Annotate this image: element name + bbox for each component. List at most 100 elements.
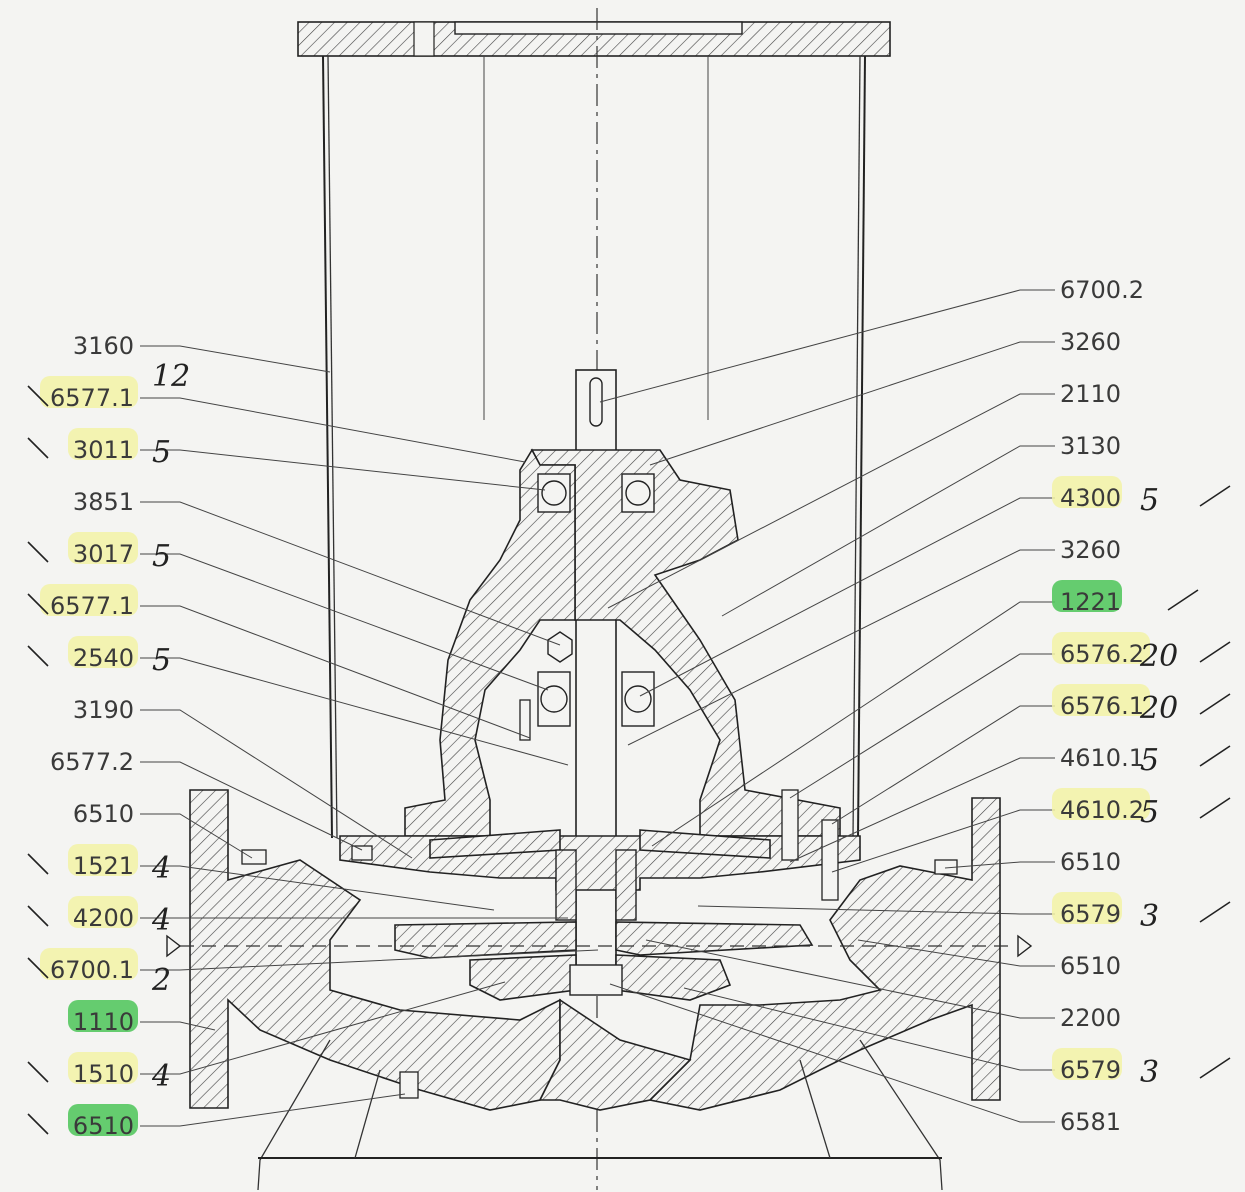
- part-number: 6510: [73, 1112, 134, 1140]
- part-number: 1521: [73, 852, 134, 880]
- check-mark: [27, 1061, 49, 1083]
- quantity-note: 5: [1140, 795, 1159, 830]
- label-highlight: [1052, 684, 1150, 716]
- part-number: 3011: [73, 436, 134, 464]
- right-label-8: 6576.120: [1052, 684, 1231, 726]
- label-highlight: [68, 532, 138, 564]
- left-label-2: 3011 5: [27, 428, 171, 470]
- right-label-16: 6581: [1060, 1108, 1121, 1136]
- right-label-5: 3260: [1060, 536, 1121, 564]
- part-number: 3260: [1060, 328, 1121, 356]
- part-number: 6700.2: [1060, 276, 1144, 304]
- part-number: 6579: [1060, 1056, 1121, 1084]
- check-mark: [27, 1113, 49, 1135]
- check-mark: [1199, 641, 1231, 663]
- label-highlight: [40, 948, 138, 980]
- quantity-note: 3: [1140, 899, 1159, 934]
- check-mark: [1199, 693, 1231, 715]
- part-number: 4200: [73, 904, 134, 932]
- quantity-note: 20: [1139, 639, 1178, 674]
- drawing-geometry: [166, 8, 1033, 1191]
- part-number: 3017: [73, 540, 134, 568]
- quantity-note: 5: [152, 435, 171, 470]
- right-label-14: 2200: [1060, 1004, 1121, 1032]
- part-number: 4610.2: [1060, 796, 1144, 824]
- part-number: 6577.2: [50, 748, 134, 776]
- part-number: 4610.1: [1060, 744, 1144, 772]
- part-number: 2110: [1060, 380, 1121, 408]
- quantity-note: 20: [1139, 691, 1178, 726]
- label-highlight: [68, 1052, 138, 1084]
- right-label-9: 4610.15: [1060, 743, 1231, 778]
- quantity-note: 4: [151, 903, 171, 938]
- part-number: 6576.1: [1060, 692, 1144, 720]
- label-highlight: [1052, 1048, 1122, 1080]
- label-highlight: [68, 636, 138, 668]
- right-label-7: 6576.220: [1052, 632, 1231, 674]
- left-label-10: 1521 4: [27, 844, 171, 886]
- quantity-note: 3: [1140, 1055, 1159, 1090]
- quantity-note: 5: [1140, 483, 1159, 518]
- label-highlight: [68, 844, 138, 876]
- quantity-note: 2: [151, 963, 171, 998]
- part-number: 6579: [1060, 900, 1121, 928]
- check-mark: [1167, 589, 1199, 611]
- left-label-4: 3017 5: [27, 532, 171, 574]
- quantity-note: 5: [1140, 743, 1159, 778]
- right-label-2: 2110: [1060, 380, 1121, 408]
- label-highlight: [40, 376, 138, 408]
- check-mark: [1199, 745, 1231, 767]
- check-mark: [1199, 485, 1231, 507]
- part-number: 4300: [1060, 484, 1121, 512]
- left-label-3: 3851: [73, 488, 134, 516]
- left-label-7: 3190: [73, 696, 134, 724]
- part-number: 6510: [73, 800, 134, 828]
- check-mark: [27, 541, 49, 563]
- left-label-8: 6577.2: [50, 748, 134, 776]
- label-highlight: [1052, 892, 1122, 924]
- part-number: 6510: [1060, 952, 1121, 980]
- label-highlight: [1052, 632, 1150, 664]
- right-label-13: 6510: [1060, 952, 1121, 980]
- right-label-15: 6579 3: [1052, 1048, 1231, 1090]
- part-number: 1510: [73, 1060, 134, 1088]
- right-label-6: 1221: [1052, 580, 1199, 616]
- left-label-11: 4200 4: [27, 896, 171, 938]
- label-highlight: [1052, 580, 1122, 612]
- label-highlight: [68, 1000, 138, 1032]
- part-number: 6581: [1060, 1108, 1121, 1136]
- right-label-1: 3260: [1060, 328, 1121, 356]
- label-highlight: [1052, 788, 1150, 820]
- check-mark: [27, 957, 49, 979]
- label-highlight: [40, 584, 138, 616]
- part-number: 3190: [73, 696, 134, 724]
- part-number: 3260: [1060, 536, 1121, 564]
- right-label-12: 6579 3: [1052, 892, 1231, 934]
- left-label-0: 3160: [73, 332, 134, 360]
- quantity-note: 5: [152, 539, 171, 574]
- part-number: 1221: [1060, 588, 1121, 616]
- part-number: 3130: [1060, 432, 1121, 460]
- part-number: 6576.2: [1060, 640, 1144, 668]
- check-mark: [27, 437, 49, 459]
- part-number: 3851: [73, 488, 134, 516]
- quantity-note: 4: [151, 851, 171, 886]
- right-label-11: 6510: [1060, 848, 1121, 876]
- label-highlight: [68, 428, 138, 460]
- right-label-10: 4610.25: [1052, 788, 1231, 830]
- check-mark: [1199, 901, 1231, 923]
- check-mark: [27, 905, 49, 927]
- part-number: 2200: [1060, 1004, 1121, 1032]
- leader-lines: [140, 289, 1055, 1127]
- left-label-1: 6577.112: [27, 359, 190, 412]
- label-highlight: [68, 896, 138, 928]
- label-highlight: [1052, 476, 1122, 508]
- part-number: 6577.1: [50, 592, 134, 620]
- part-number: 1110: [73, 1008, 134, 1036]
- part-number: 6510: [1060, 848, 1121, 876]
